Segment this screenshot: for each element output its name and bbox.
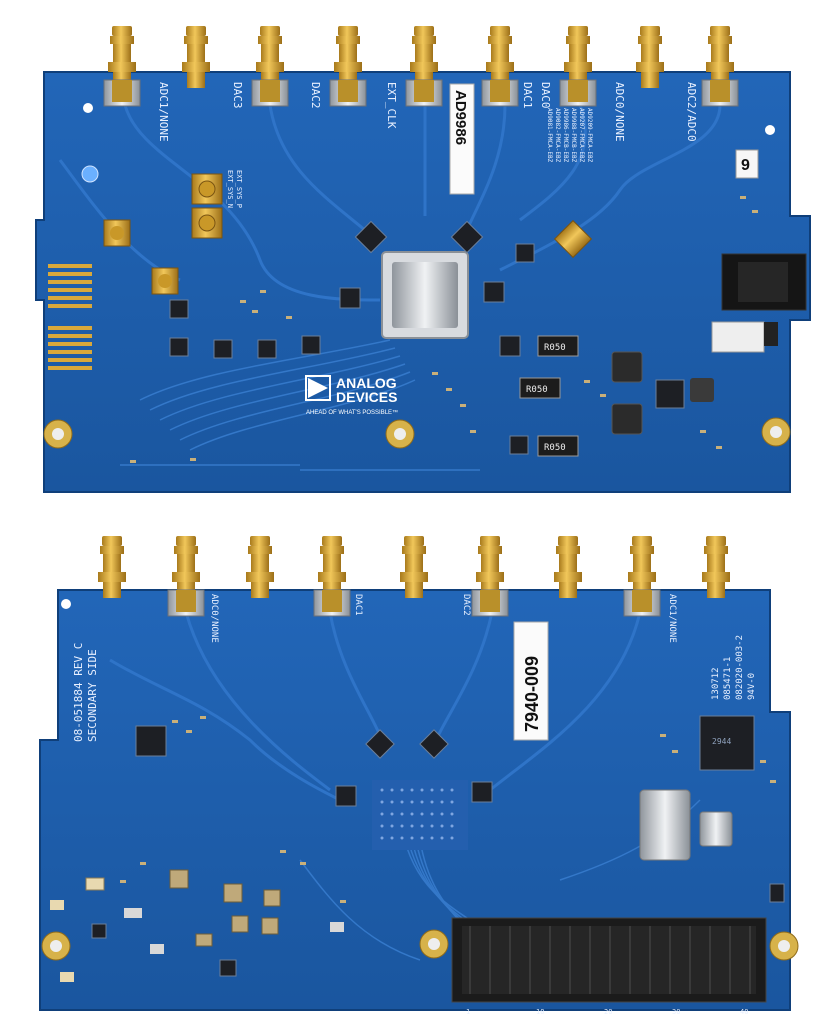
connector-label: ADC2/ADC0 bbox=[685, 82, 698, 142]
svg-text:R050: R050 bbox=[526, 385, 548, 395]
svg-text:94V-0: 94V-0 bbox=[747, 673, 757, 700]
svg-text:SECONDARY SIDE: SECONDARY SIDE bbox=[86, 649, 99, 742]
connector-label: EXT_CLK bbox=[385, 82, 398, 129]
svg-text:AD9988-FMCB-EBZ: AD9988-FMCB-EBZ bbox=[570, 108, 577, 163]
svg-text:AD9986-FMCB-EBZ: AD9986-FMCB-EBZ bbox=[562, 108, 569, 163]
connector-label: DAC1 bbox=[353, 594, 363, 616]
sma-connector bbox=[554, 536, 582, 598]
svg-text:ANALOG: ANALOG bbox=[336, 375, 397, 391]
bottom-rf-traces bbox=[109, 611, 642, 802]
part-number-sticker: AD9986 bbox=[449, 83, 475, 195]
bottom-board: ADC0/NONE DAC1 DAC2 ADC1/NONE 7940-009 0… bbox=[39, 536, 799, 1016]
top-board: ADC1/NONE DAC3 DAC2 EXT_CLK DAC1 DAC0 AD… bbox=[35, 26, 811, 493]
top-connector-labels: ADC1/NONE DAC3 DAC2 EXT_CLK DAC1 DAC0 AD… bbox=[157, 82, 698, 142]
bottom-passives bbox=[120, 716, 776, 903]
connector-label: ADC0/NONE bbox=[209, 594, 219, 643]
connector-label: DAC1 bbox=[521, 82, 534, 109]
svg-text:AD9082-FMCA-EBZ: AD9082-FMCA-EBZ bbox=[554, 108, 561, 163]
svg-text:R050: R050 bbox=[544, 443, 566, 453]
connector-label: DAC2 bbox=[309, 82, 322, 109]
led-icon bbox=[81, 165, 99, 183]
bottom-chips bbox=[91, 715, 785, 977]
connector-label: ADC1/NONE bbox=[157, 82, 170, 142]
bottom-mounting-holes bbox=[41, 599, 799, 961]
mounting-holes bbox=[43, 103, 791, 449]
part-number-label: AD9986 bbox=[452, 90, 469, 145]
svg-text:R050: R050 bbox=[544, 343, 566, 353]
svg-text:EXT_SYS_N: EXT_SYS_N bbox=[226, 170, 234, 208]
board-id: 08-051884 REV C SECONDARY SIDE bbox=[72, 643, 99, 742]
svg-text:1: 1 bbox=[466, 1008, 470, 1016]
oscillators bbox=[639, 789, 733, 861]
sma-connector bbox=[98, 536, 126, 598]
test-pad-array bbox=[48, 264, 92, 370]
sma-connector bbox=[400, 536, 428, 598]
sma-connector bbox=[172, 536, 200, 598]
svg-text:085471-1: 085471-1 bbox=[723, 657, 733, 700]
sma-connector bbox=[628, 536, 656, 598]
svg-text:EXT_SYS_P: EXT_SYS_P bbox=[235, 170, 243, 208]
serial-sticker: 7940-009 bbox=[513, 621, 549, 741]
svg-text:08-051884 REV C: 08-051884 REV C bbox=[72, 643, 85, 742]
bottom-power-parts bbox=[50, 869, 344, 982]
fmc-connector: 1 10 20 30 40 bbox=[451, 917, 767, 1016]
bottom-connector-labels: ADC0/NONE DAC1 DAC2 ADC1/NONE bbox=[209, 594, 677, 643]
svg-text:20: 20 bbox=[604, 1008, 612, 1016]
sma-connector bbox=[318, 536, 346, 598]
connector-label: DAC3 bbox=[231, 82, 244, 109]
sma-connector bbox=[246, 536, 274, 598]
svg-text:082020-003-2: 082020-003-2 bbox=[735, 635, 745, 700]
main-rf-chip bbox=[381, 251, 469, 339]
rev-label: 9 bbox=[741, 157, 750, 174]
svg-text:AHEAD OF WHAT'S POSSIBLE™: AHEAD OF WHAT'S POSSIBLE™ bbox=[306, 409, 398, 416]
company-logo: ANALOG DEVICES AHEAD OF WHAT'S POSSIBLE™ bbox=[305, 375, 398, 416]
svg-text:10: 10 bbox=[536, 1008, 544, 1016]
date-code: 130712 085471-1 082020-003-2 94V-0 bbox=[711, 635, 757, 700]
connector-label: ADC1/NONE bbox=[667, 594, 677, 643]
ext-sys-connectors: EXT_SYS_N EXT_SYS_P bbox=[103, 170, 593, 295]
balun-chips bbox=[169, 220, 685, 455]
top-digital-traces bbox=[120, 339, 480, 471]
connector-label: DAC2 bbox=[461, 594, 471, 616]
svg-text:AD9081-FMCA-EBZ: AD9081-FMCA-EBZ bbox=[546, 108, 553, 163]
connector-label: DAC0 bbox=[539, 82, 552, 109]
svg-text:DEVICES: DEVICES bbox=[336, 389, 397, 405]
serial-label: 7940-009 bbox=[522, 656, 542, 732]
bga-via-field bbox=[372, 780, 468, 850]
svg-text:130712: 130712 bbox=[711, 667, 721, 700]
variant-list: AD9081-FMCA-EBZ AD9082-FMCA-EBZ AD9986-F… bbox=[546, 108, 593, 163]
connector-label: ADC0/NONE bbox=[613, 82, 626, 142]
svg-text:AD9209-FMCA-EBZ: AD9209-FMCA-EBZ bbox=[586, 108, 593, 163]
svg-text:30: 30 bbox=[672, 1008, 680, 1016]
sma-connector bbox=[702, 536, 730, 598]
svg-text:2944: 2944 bbox=[712, 737, 731, 746]
svg-text:AD9207-FMCA-EBZ: AD9207-FMCA-EBZ bbox=[578, 108, 585, 163]
sma-connector bbox=[476, 536, 504, 598]
small-passives bbox=[130, 196, 758, 463]
power-components: R050 R050 R050 bbox=[519, 253, 807, 457]
rev-sticker: 9 bbox=[735, 149, 759, 179]
svg-text:40: 40 bbox=[740, 1008, 748, 1016]
logo-triangle-icon bbox=[308, 378, 328, 398]
